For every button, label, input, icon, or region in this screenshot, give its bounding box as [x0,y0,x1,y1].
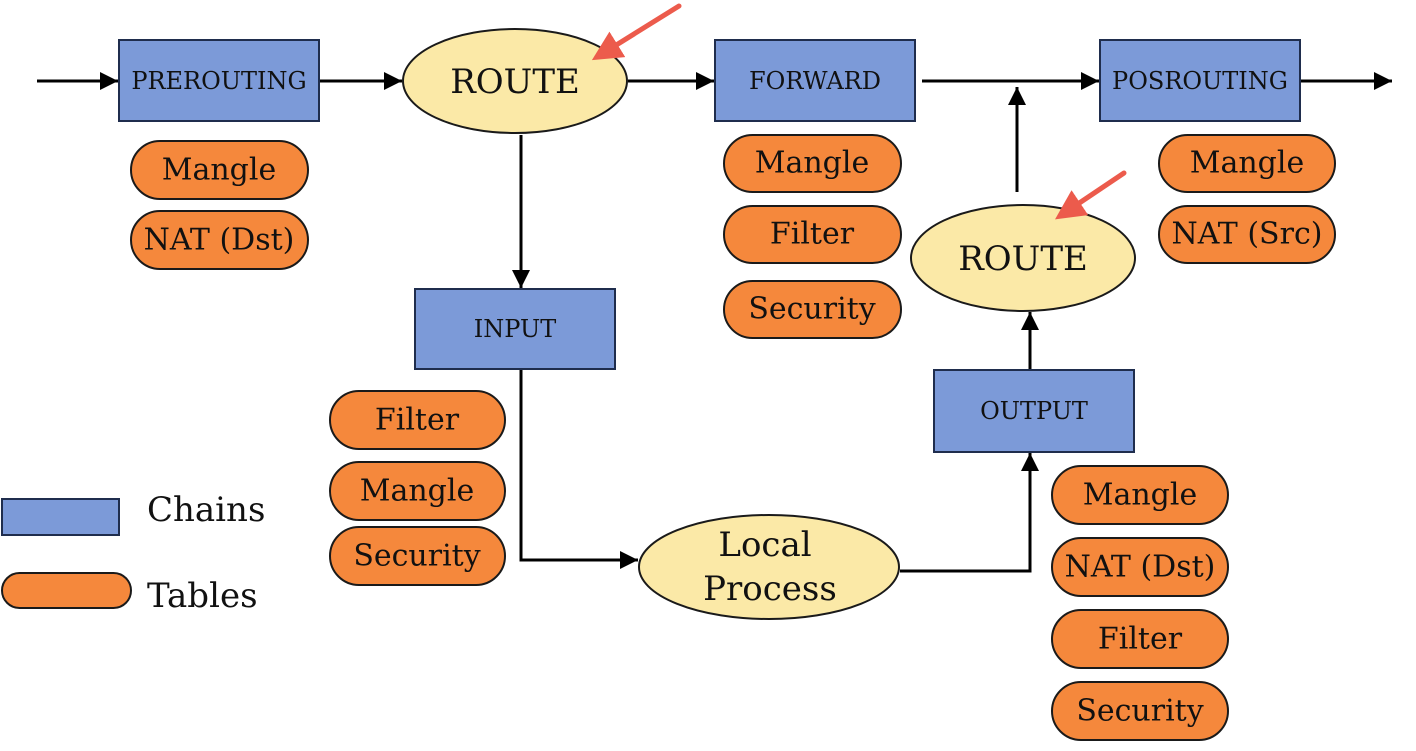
table-forward-security-label: Security [748,292,875,327]
table-posrouting-nat-src-label: NAT (Src) [1172,217,1323,252]
table-forward-security: Security [723,280,902,339]
table-output-filter-label: Filter [1098,622,1183,657]
node-route-top-label: ROUTE [450,62,580,102]
node-local-process: Local Process [638,514,900,620]
arrow-local-process-to-output [900,453,1039,573]
tables-output: Mangle NAT (Dst) Filter Security [1051,465,1229,741]
highlight-arrow-route-right-icon [1055,170,1127,220]
table-prerouting-mangle: Mangle [130,140,309,200]
chain-posrouting-label: POSROUTING [1112,67,1288,95]
node-route-right-label: ROUTE [958,239,1088,279]
table-prerouting-nat-dst: NAT (Dst) [130,210,309,270]
table-posrouting-nat-src: NAT (Src) [1158,205,1336,264]
legend-tables-label: Tables [147,576,258,616]
chain-posrouting: POSROUTING [1099,39,1301,122]
node-route-top: ROUTE [402,28,628,134]
table-output-mangle: Mangle [1051,465,1229,525]
table-forward-mangle: Mangle [723,134,902,193]
chain-input: INPUT [414,288,616,370]
legend: Chains Tables [1,490,265,616]
table-output-nat-dst-label: NAT (Dst) [1065,550,1216,585]
chain-forward-label: FORWARD [749,67,881,95]
flow-connectors [37,72,1392,573]
table-forward-filter: Filter [723,205,902,264]
table-output-mangle-label: Mangle [1083,478,1197,513]
legend-table-swatch [1,572,132,609]
table-input-filter-label: Filter [375,403,460,438]
tables-input: Filter Mangle Security [329,390,506,586]
table-posrouting-mangle-label: Mangle [1190,146,1304,181]
legend-chains-label: Chains [147,490,265,530]
chain-forward: FORWARD [714,39,916,122]
table-prerouting-nat-dst-label: NAT (Dst) [144,223,295,258]
table-output-security: Security [1051,681,1229,741]
tables-posrouting: Mangle NAT (Src) [1158,134,1336,264]
table-input-mangle-label: Mangle [360,474,474,509]
table-forward-mangle-label: Mangle [755,146,869,181]
chain-output: OUTPUT [933,369,1135,453]
chain-output-label: OUTPUT [980,397,1088,425]
arrow-input-to-local-process [519,370,638,569]
table-forward-filter-label: Filter [770,217,855,252]
node-local-process-line1: Local [718,525,811,565]
table-input-security-label: Security [353,539,480,574]
tables-prerouting: Mangle NAT (Dst) [130,140,309,270]
table-input-security: Security [329,526,506,586]
table-output-filter: Filter [1051,609,1229,669]
chain-prerouting-label: PREROUTING [131,67,306,95]
table-input-filter: Filter [329,390,506,450]
highlight-arrow-route-top-icon [591,3,682,61]
table-input-mangle: Mangle [329,461,506,521]
legend-chain-swatch [1,498,120,536]
chain-prerouting: PREROUTING [118,39,320,122]
chain-input-label: INPUT [474,315,556,343]
table-prerouting-mangle-label: Mangle [162,153,276,188]
node-route-right: ROUTE [910,204,1136,312]
table-output-nat-dst: NAT (Dst) [1051,537,1229,597]
table-output-security-label: Security [1076,694,1203,729]
node-local-process-line2: Process [703,569,837,609]
table-posrouting-mangle: Mangle [1158,134,1336,193]
tables-forward: Mangle Filter Security [723,134,902,339]
